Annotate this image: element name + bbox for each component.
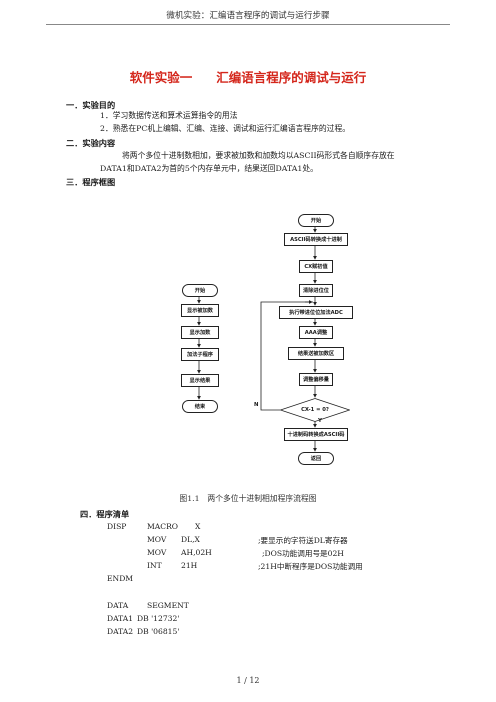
code-listing: DISP MACRO X MOV DL,X ;要显示的字符送DL寄存器 MOV … [0, 522, 496, 672]
section-heading-4: 四．程序清单 [80, 509, 130, 519]
section-heading-1: 一．实验目的 [66, 100, 116, 110]
content-line-2: DATA1和DATA2为首的5个内存单元中，结果送回DATA1处。 [100, 164, 318, 173]
right-flow-end: 返回 [298, 452, 334, 465]
right-flow-decision-text: CX-1 = 0? [301, 406, 329, 413]
right-flow-start: 开始 [298, 214, 334, 227]
right-flow-decision [280, 398, 350, 422]
code-line-4-op: INT [147, 561, 162, 570]
content-line-1: 将两个多位十进制数相加，要求被加数和加数均以ASCII码形式各自顺序存放在 [122, 151, 395, 160]
code-line-8-op: DB '12732' [137, 614, 180, 623]
title-part-2: 汇编语言程序的调试与运行 [216, 70, 367, 85]
right-flow-step-3: 清除进位位 [299, 284, 333, 297]
code-line-1-op: MACRO [147, 522, 179, 531]
right-flow-step-4: 执行带进位位加法ADC [279, 306, 353, 319]
header-divider [46, 24, 450, 25]
document-title: 软件实验一 汇编语言程序的调试与运行 [0, 67, 496, 86]
code-line-8-label: DATA1 [107, 614, 134, 623]
code-line-4-arg: 21H [181, 561, 198, 570]
left-flow-step-2: 显示加数 [181, 326, 219, 339]
right-flow-step-1: ASCII码转换成十进制 [284, 233, 348, 246]
left-flow-start: 开始 [182, 284, 218, 297]
code-line-4-comment: ;21H中断程序是DOS功能调用 [258, 562, 363, 571]
left-flow-step-3: 加法子程序 [181, 348, 219, 361]
decision-label-y: Y [318, 418, 322, 424]
right-flow-step-after: 十进制码转换成ASCII码 [284, 428, 348, 441]
section-heading-3: 三．程序框图 [66, 177, 116, 187]
code-line-3-op: MOV [147, 548, 167, 557]
code-line-9-label: DATA2 [107, 627, 134, 636]
right-flow-step-5: AAA调整 [299, 326, 333, 339]
decision-label-n: N [254, 402, 259, 408]
code-line-5-label: ENDM [107, 574, 134, 583]
code-line-3-comment: ;DOS功能调用号是02H [262, 549, 344, 558]
left-flow-step-4: 显示结果 [181, 374, 219, 387]
objective-item-1: 1．学习数据传送和算术运算指令的用法 [100, 111, 238, 120]
code-line-1-arg: X [195, 522, 201, 531]
code-line-2-arg: DL,X [181, 535, 200, 544]
code-line-2-op: MOV [147, 535, 167, 544]
code-line-9-op: DB '06815' [137, 627, 180, 636]
code-line-1-label: DISP [107, 522, 127, 531]
code-line-2-comment: ;要显示的字符送DL寄存器 [258, 536, 348, 545]
code-line-7-label: DATA [107, 601, 129, 610]
right-flow-step-7: 调整偏移量 [299, 373, 333, 386]
left-flow-end: 结束 [182, 400, 218, 413]
code-line-7-op: SEGMENT [147, 601, 189, 610]
figure-caption: 图1.1 两个多位十进制相加程序流程图 [179, 494, 317, 503]
title-part-1: 软件实验一 [129, 70, 193, 85]
left-flow-step-1: 显示被加数 [181, 304, 219, 317]
right-flow-step-2: CX赋初值 [299, 260, 333, 273]
objective-item-2: 2．熟悉在PC机上编辑、汇编、连接、调试和运行汇编语言程序的过程。 [100, 124, 351, 133]
page-number: 1 / 12 [236, 676, 260, 685]
code-line-3-arg: AH,02H [181, 548, 212, 557]
right-flow-step-6: 结果送被加数区 [288, 347, 344, 360]
section-heading-2: 二．实验内容 [66, 138, 116, 148]
page-header: 微机实验：汇编语言程序的调试与运行步骤 [166, 11, 330, 21]
